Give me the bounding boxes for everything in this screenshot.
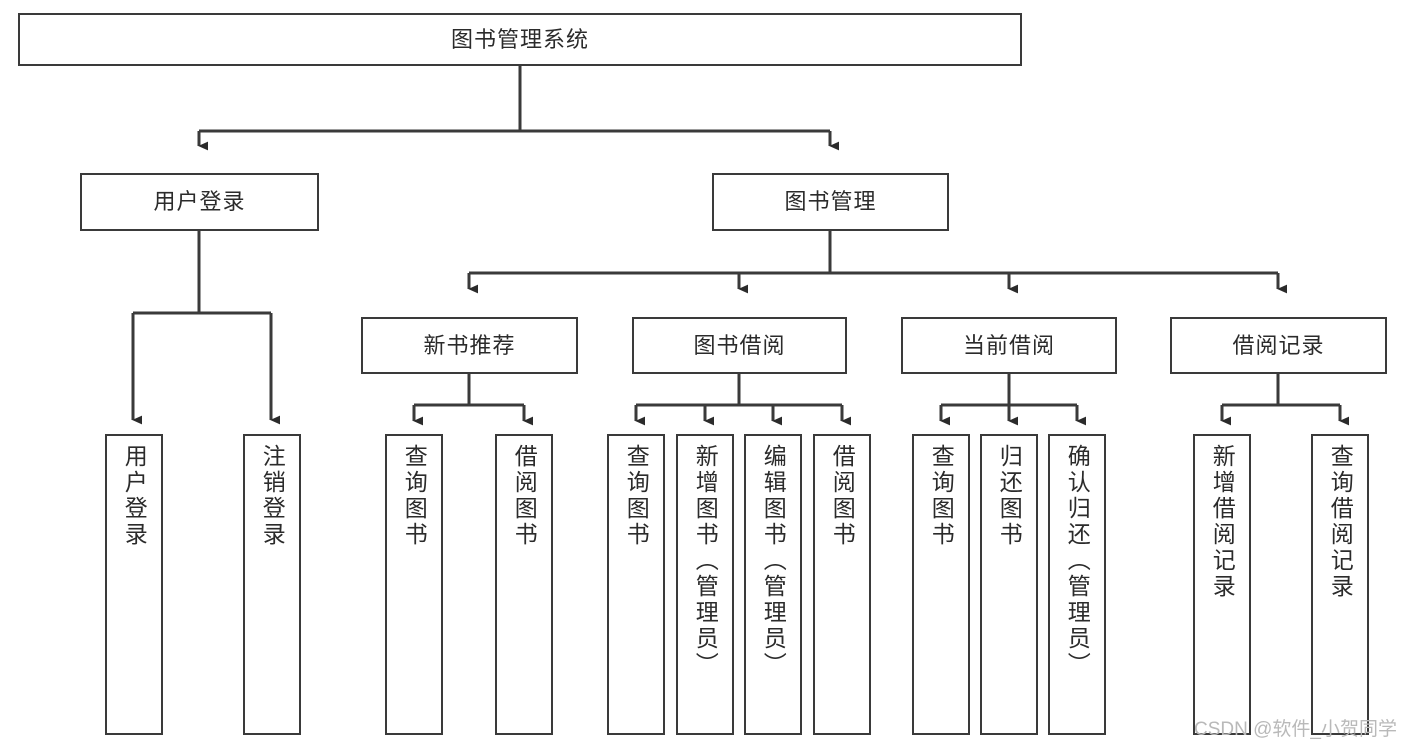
- node-user-login[interactable]: 用户登录: [80, 173, 319, 231]
- leaf-current-borrow-0-label: 查询图书: [928, 444, 955, 548]
- leaf-current-borrow-2[interactable]: 确认归还（管理员）: [1048, 434, 1106, 735]
- leaf-current-borrow-2-label: 确认归还（管理员）: [1064, 444, 1091, 678]
- leaf-book-borrow-1[interactable]: 新增图书（管理员）: [676, 434, 734, 735]
- node-borrow-record[interactable]: 借阅记录: [1170, 317, 1387, 374]
- leaf-book-borrow-3[interactable]: 借阅图书: [813, 434, 871, 735]
- leaf-user-login-0[interactable]: 用户登录: [105, 434, 163, 735]
- leaf-new-book-0-label: 查询图书: [401, 444, 428, 548]
- leaf-new-book-0[interactable]: 查询图书: [385, 434, 443, 735]
- leaf-user-login-1[interactable]: 注销登录: [243, 434, 301, 735]
- node-root[interactable]: 图书管理系统: [18, 13, 1022, 66]
- node-current-borrow-label: 当前借阅: [962, 332, 1055, 358]
- leaf-book-borrow-0-label: 查询图书: [623, 444, 650, 548]
- node-current-borrow[interactable]: 当前借阅: [901, 317, 1117, 374]
- node-new-book-recommend[interactable]: 新书推荐: [361, 317, 578, 374]
- leaf-new-book-1[interactable]: 借阅图书: [495, 434, 553, 735]
- leaf-borrow-record-0[interactable]: 新增借阅记录: [1193, 434, 1251, 735]
- watermark: CSDN @软件_小贺同学: [1194, 719, 1397, 740]
- leaf-book-borrow-3-label: 借阅图书: [829, 444, 856, 548]
- node-book-management[interactable]: 图书管理: [712, 173, 949, 231]
- leaf-book-borrow-2[interactable]: 编辑图书（管理员）: [744, 434, 802, 735]
- leaf-borrow-record-1[interactable]: 查询借阅记录: [1311, 434, 1369, 735]
- leaf-borrow-record-0-label: 新增借阅记录: [1209, 444, 1236, 600]
- leaf-book-borrow-1-label: 新增图书（管理员）: [692, 444, 719, 678]
- node-borrow-record-label: 借阅记录: [1232, 332, 1325, 358]
- leaf-user-login-0-label: 用户登录: [121, 444, 148, 548]
- leaf-book-borrow-2-label: 编辑图书（管理员）: [760, 444, 787, 678]
- leaf-current-borrow-0[interactable]: 查询图书: [912, 434, 970, 735]
- node-root-label: 图书管理系统: [450, 26, 589, 52]
- leaf-new-book-1-label: 借阅图书: [511, 444, 538, 548]
- node-book-management-label: 图书管理: [784, 189, 877, 215]
- node-user-login-label: 用户登录: [153, 189, 246, 215]
- leaf-borrow-record-1-label: 查询借阅记录: [1327, 444, 1354, 600]
- leaf-user-login-1-label: 注销登录: [259, 444, 286, 548]
- node-new-book-recommend-label: 新书推荐: [423, 332, 516, 358]
- leaf-book-borrow-0[interactable]: 查询图书: [607, 434, 665, 735]
- leaf-current-borrow-1[interactable]: 归还图书: [980, 434, 1038, 735]
- node-book-borrow-label: 图书借阅: [693, 332, 786, 358]
- leaf-current-borrow-1-label: 归还图书: [996, 444, 1023, 548]
- node-book-borrow[interactable]: 图书借阅: [632, 317, 847, 374]
